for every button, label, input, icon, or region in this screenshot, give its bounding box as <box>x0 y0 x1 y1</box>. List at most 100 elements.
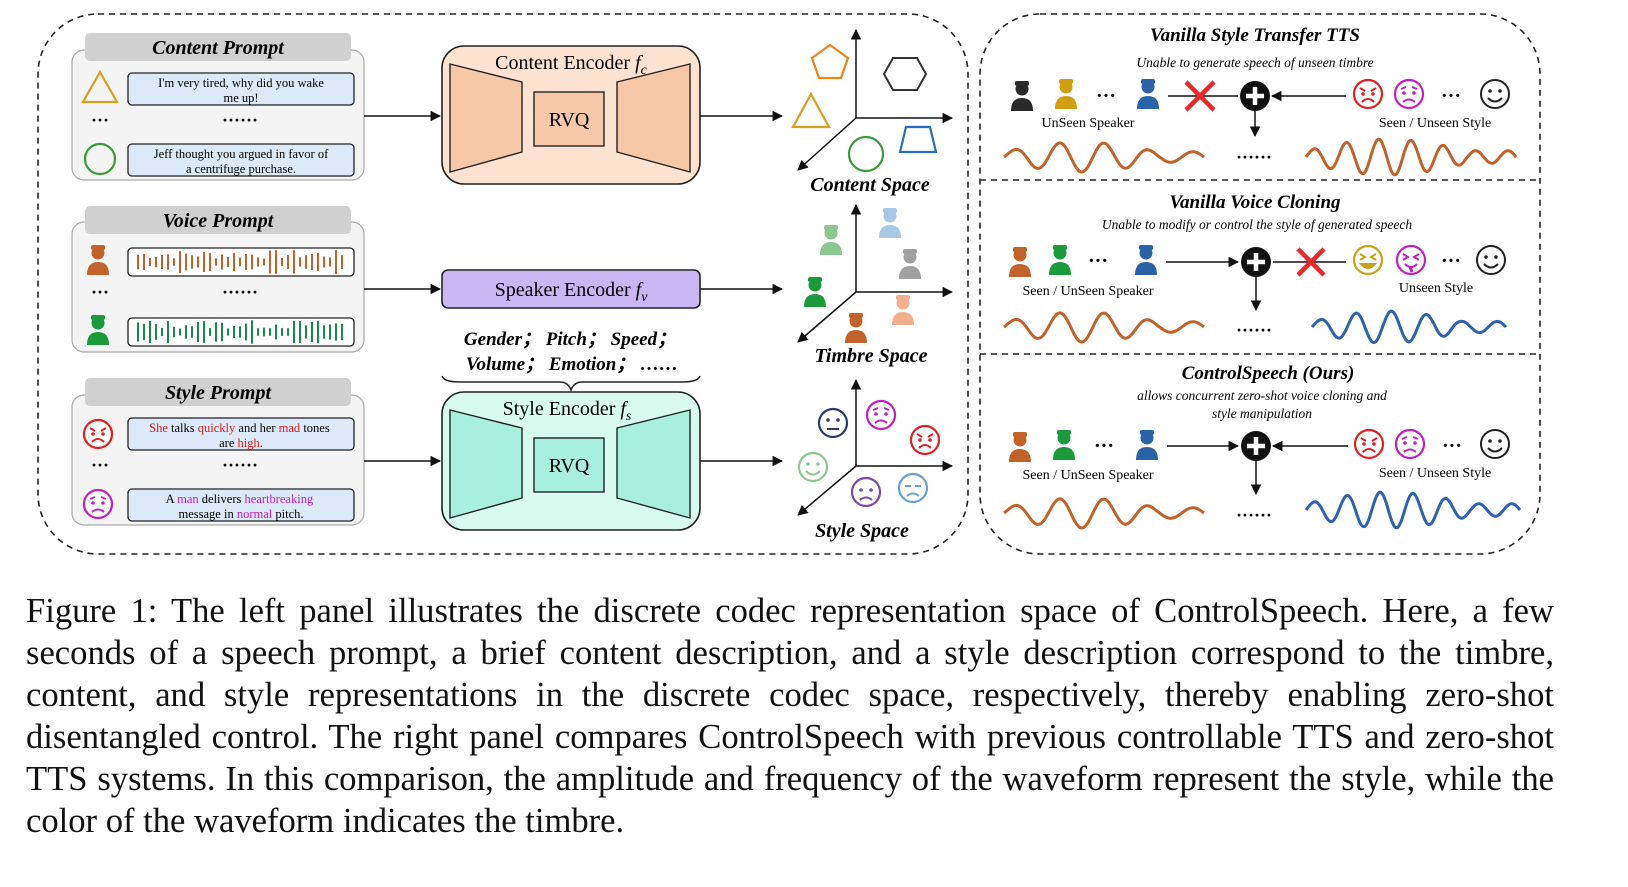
style-prompt-title: Style Prompt <box>165 382 273 404</box>
style-encoder-label: Style Encoder fs <box>503 398 632 424</box>
waveform-green <box>137 320 343 344</box>
attributes-brace <box>441 375 701 393</box>
angry-face-icon <box>82 418 114 450</box>
section2-speaker-label: Seen / UnSeen Speaker <box>1022 284 1153 299</box>
style-attributes-line2: Volume； Emotion； …… <box>466 354 678 375</box>
section-controlspeech: ControlSpeech (Ours) allows concurrent z… <box>1003 363 1522 530</box>
figure-diagram: Content Prompt I'm very tired, why did y… <box>37 13 1541 555</box>
content-encoder-label: Content Encoder fc <box>495 52 648 78</box>
face-angry-s3-icon <box>1353 428 1385 460</box>
section3-subtitle-2: style manipulation <box>1212 406 1312 421</box>
section2-style-dots: ··· <box>1441 250 1461 272</box>
face-smile-s3-icon <box>1480 429 1510 459</box>
speaker-green-s2-icon <box>1049 245 1071 275</box>
section2-subtitle: Unable to modify or control the style of… <box>1102 217 1413 232</box>
section3-dots: ··· <box>1094 435 1114 457</box>
section1-subtitle: Unable to generate speech of unseen timb… <box>1136 55 1373 70</box>
section1-title: Vanilla Style Transfer TTS <box>1150 25 1360 46</box>
section2-title: Vanilla Voice Cloning <box>1169 192 1340 213</box>
section1-wave-left <box>1003 141 1205 174</box>
section3-wave-left <box>1003 497 1205 530</box>
style-space-axes <box>797 378 954 516</box>
section1-wave-dots: ······ <box>1236 147 1272 167</box>
speaker-gray-icon <box>899 249 921 279</box>
left-panel-border <box>37 13 969 555</box>
voice-dots-short: ··· <box>91 282 109 302</box>
section3-style-dots: ··· <box>1442 435 1462 457</box>
content-space-axes <box>797 28 954 171</box>
section2-wave-left <box>1003 311 1205 344</box>
section3-wave-right <box>1304 490 1522 530</box>
content-prompt-card: Content Prompt I'm very tired, why did y… <box>71 33 365 181</box>
content-space-label: Content Space <box>810 174 930 196</box>
speaker-green-space-icon <box>804 277 826 307</box>
face-sad-magenta-space-icon <box>865 399 897 431</box>
section2-wave-dots: ······ <box>1236 320 1272 340</box>
face-silly-magenta-icon <box>1395 244 1427 276</box>
speaker-lightgreen-icon <box>820 225 842 255</box>
content-encoder-block: RVQ Content Encoder fc <box>441 45 701 185</box>
style-prompt-card: Style Prompt She talks quickly and her m… <box>71 378 365 526</box>
face-laugh-yellow-icon <box>1352 244 1384 276</box>
trapezoid-icon <box>898 125 938 154</box>
plus-circle-s2-icon <box>1241 247 1271 277</box>
section2-wave-right <box>1310 309 1508 345</box>
style-text-2: A man delivers heartbreaking message in … <box>166 492 317 521</box>
speaker-black-icon <box>1011 81 1033 111</box>
pentagon-icon <box>810 43 850 80</box>
sad-face-icon <box>82 488 114 520</box>
section1-style-label: Seen / Unseen Style <box>1379 116 1491 131</box>
speaker-orange-space-icon <box>845 313 867 343</box>
speaker-blue-s2-icon <box>1135 245 1157 275</box>
timbre-space-label: Timbre Space <box>814 345 927 367</box>
timbre-space-axes <box>797 203 954 343</box>
section1-speaker-label: UnSeen Speaker <box>1042 116 1135 131</box>
red-cross-s2-icon <box>1296 247 1326 277</box>
content-dots-long: ······ <box>222 110 258 130</box>
plus-circle-s3-icon <box>1241 431 1271 461</box>
hexagon-icon <box>882 57 928 91</box>
content-encoder-rvq: RVQ <box>549 109 590 131</box>
content-dots-short: ··· <box>91 110 109 130</box>
speaker-peach-icon <box>892 295 914 325</box>
section-voice-cloning: Vanilla Voice Cloning Unable to modify o… <box>1003 192 1508 345</box>
style-attributes-line1: Gender； Pitch； Speed； <box>464 329 676 350</box>
speaker-encoder-label: Speaker Encoder fv <box>495 279 649 305</box>
style-dots-long: ······ <box>222 455 258 475</box>
section1-dots: ··· <box>1096 85 1116 107</box>
speaker-blue-icon <box>1137 79 1159 109</box>
section3-wave-dots: ······ <box>1236 505 1272 525</box>
triangle-space-icon <box>791 91 831 129</box>
section3-speaker-label: Seen / UnSeen Speaker <box>1022 468 1153 483</box>
face-tired-blue-icon <box>897 472 929 504</box>
face-worried-purple-icon <box>850 476 882 508</box>
style-dots-short: ··· <box>91 455 109 475</box>
red-cross-icon <box>1184 80 1216 112</box>
speaker-green-s3-icon <box>1053 430 1075 460</box>
face-sad-s3-icon <box>1394 428 1426 460</box>
circle-icon <box>83 142 117 176</box>
style-space-label: Style Space <box>815 520 909 542</box>
section2-dots: ··· <box>1088 250 1108 272</box>
right-panel-border <box>979 13 1541 555</box>
face-smile-icon <box>1480 79 1510 109</box>
face-angry-red-space-icon <box>909 424 941 456</box>
face-sad-icon <box>1393 78 1425 110</box>
section2-style-label: Unseen Style <box>1399 281 1473 296</box>
speaker-yellow-icon <box>1055 79 1077 109</box>
face-neutral-navy-icon <box>817 407 849 439</box>
style-encoder-rvq: RVQ <box>549 455 590 477</box>
section3-style-label: Seen / Unseen Style <box>1379 466 1491 481</box>
speaker-lightblue-icon <box>879 208 901 238</box>
face-happy-green-icon <box>797 451 829 483</box>
figure-caption: Figure 1: The left panel illustrates the… <box>26 592 1554 840</box>
speaker-blue-s3-icon <box>1136 430 1158 460</box>
section1-wave-right <box>1304 137 1518 177</box>
section1-style-dots: ··· <box>1441 85 1461 107</box>
waveform-orange <box>137 250 343 274</box>
style-encoder-block: RVQ Style Encoder fs <box>441 391 701 531</box>
section3-subtitle-1: allows concurrent zero-shot voice clonin… <box>1137 388 1387 403</box>
face-angry-icon <box>1352 78 1384 110</box>
